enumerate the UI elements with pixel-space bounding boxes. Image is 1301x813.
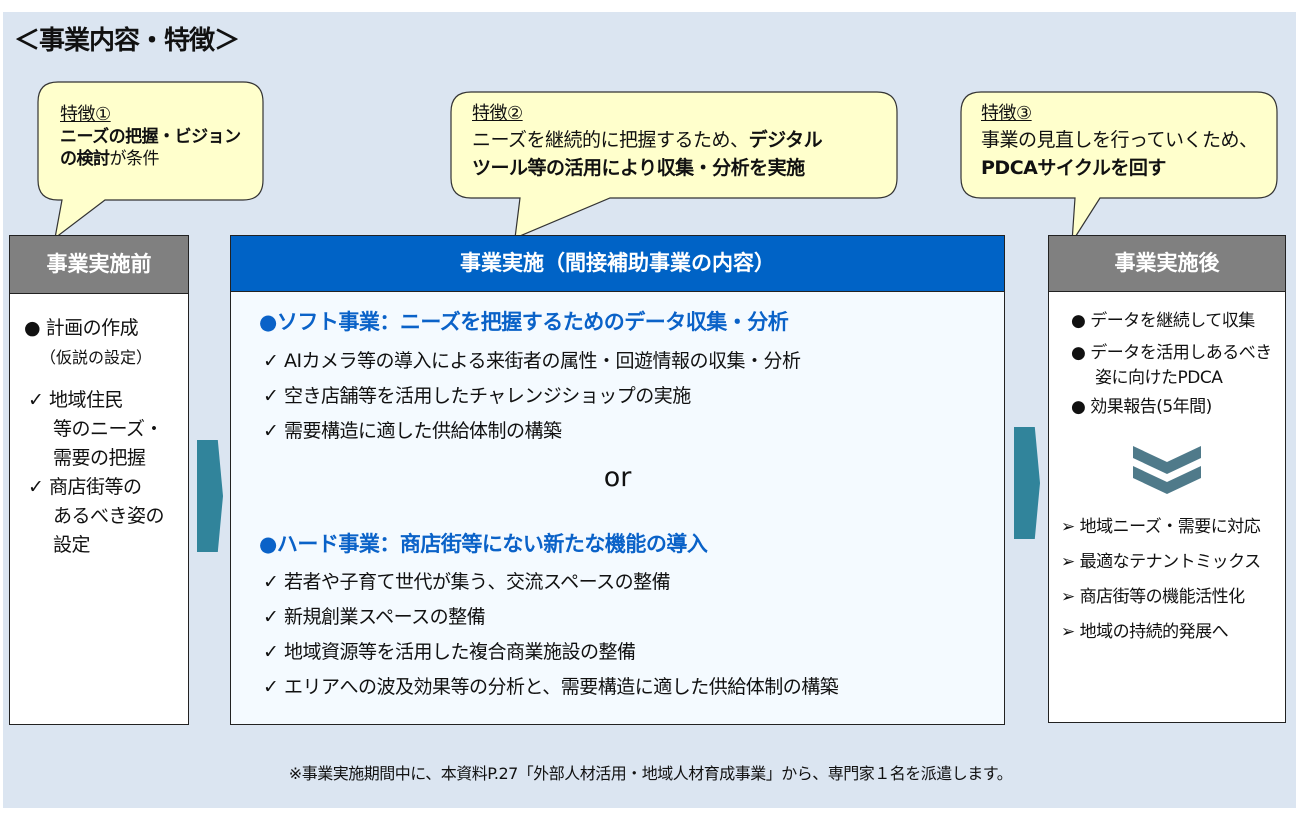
bubble-1-label: 特徴① — [60, 104, 111, 125]
bubble-3: 特徴③ 事業の見直しを行っていくため、 PDCAサイクルを回す — [981, 102, 1258, 182]
bubble-2-label: 特徴② — [472, 103, 523, 124]
hard-item: ✓ 新規創業スペースの整備 — [263, 606, 486, 628]
page-title: ＜事業内容・特徴＞ — [14, 26, 240, 56]
before-check-cont: 需要の把握 — [53, 447, 146, 469]
before-box: 事業実施前 ● 計画の作成 （仮説の設定） ✓ 地域住民 等のニーズ・ 需要の把… — [9, 235, 189, 725]
before-check-cont: 設定 — [53, 534, 91, 556]
bubble-1-shape — [37, 81, 264, 240]
hard-title: ●ハード事業：商店街等にない新たな機能の導入 — [259, 532, 708, 556]
bubble-2-bold: デジタル — [748, 129, 823, 151]
arrow-right-icon — [1014, 427, 1040, 539]
double-chevron-down-icon — [1133, 446, 1201, 494]
after-bullet: ● 効果報告(5年間) — [1071, 397, 1212, 417]
bubble-1-text: が条件 — [109, 149, 160, 169]
arrow-right-icon — [197, 440, 223, 552]
soft-item: ✓ AIカメラ等の導入による来街者の属性・回遊情報の収集・分析 — [263, 350, 801, 372]
bubble-3-shape — [960, 91, 1278, 243]
bubble-1-bold: ニーズの把握・ビジョン — [60, 127, 241, 147]
before-check-cont: 等のニーズ・ — [53, 418, 164, 440]
main-header: 事業実施（間接補助事業の内容） — [231, 236, 1004, 292]
after-result: ➢ 商店街等の機能活性化 — [1061, 587, 1245, 607]
or-label: or — [603, 462, 632, 493]
bubble-2-text: ニーズを継続的に把握するため、 — [472, 129, 749, 151]
after-bullet-cont: 姿に向けたPDCA — [1095, 368, 1223, 388]
before-check-cont: あるべき姿の — [53, 505, 165, 527]
after-result: ➢ 地域ニーズ・需要に対応 — [1061, 517, 1261, 537]
hard-item: ✓ エリアへの波及効果等の分析と、需要構造に適した供給体制の構築 — [263, 676, 839, 698]
hard-item: ✓ 若者や子育て世代が集う、交流スペースの整備 — [263, 571, 671, 593]
soft-title: ●ソフト事業：ニーズを把握するためのデータ収集・分析 — [259, 310, 789, 334]
after-bullet: ● データを継続して収集 — [1071, 311, 1255, 331]
before-header: 事業実施前 — [10, 236, 188, 294]
before-check: ✓ 地域住民 — [28, 389, 123, 411]
before-bullet-sub: （仮説の設定） — [40, 348, 153, 367]
after-header: 事業実施後 — [1049, 236, 1285, 292]
footnote: ※事業実施期間中に、本資料P.27「外部人材活用・地域人材育成事業」から、専門家… — [288, 764, 1013, 783]
bubble-3-bold: PDCAサイクルを回す — [981, 157, 1166, 179]
after-bullet: ● データを活用しあるべき — [1071, 343, 1272, 363]
main-box: 事業実施（間接補助事業の内容） ●ソフト事業：ニーズを把握するためのデータ収集・… — [230, 235, 1005, 725]
bubble-2-shape — [450, 91, 898, 239]
soft-item: ✓ 需要構造に適した供給体制の構築 — [263, 420, 562, 442]
after-result: ➢ 最適なテナントミックス — [1061, 552, 1261, 572]
bubble-3-label: 特徴③ — [981, 103, 1032, 124]
bubble-3-text: 事業の見直しを行っていくため、 — [981, 129, 1258, 151]
bubble-1: 特徴① ニーズの把握・ビジョン の検討が条件 — [60, 104, 241, 170]
bubble-2-bold2: ツール等の活用により収集・分析を実施 — [472, 157, 805, 179]
before-check: ✓ 商店街等の — [28, 476, 142, 498]
after-box: 事業実施後 ● データを継続して収集 ● データを活用しあるべき 姿に向けたPD… — [1048, 235, 1286, 723]
bubble-1-bold2: の検討 — [60, 149, 110, 169]
before-bullet: ● 計画の作成 — [24, 317, 139, 339]
after-result: ➢ 地域の持続的発展へ — [1061, 622, 1229, 642]
hard-item: ✓ 地域資源等を活用した複合商業施設の整備 — [263, 641, 636, 663]
soft-item: ✓ 空き店舗等を活用したチャレンジショップの実施 — [263, 385, 691, 407]
bubble-2: 特徴② ニーズを継続的に把握するため、デジタル ツール等の活用により収集・分析を… — [472, 102, 823, 182]
